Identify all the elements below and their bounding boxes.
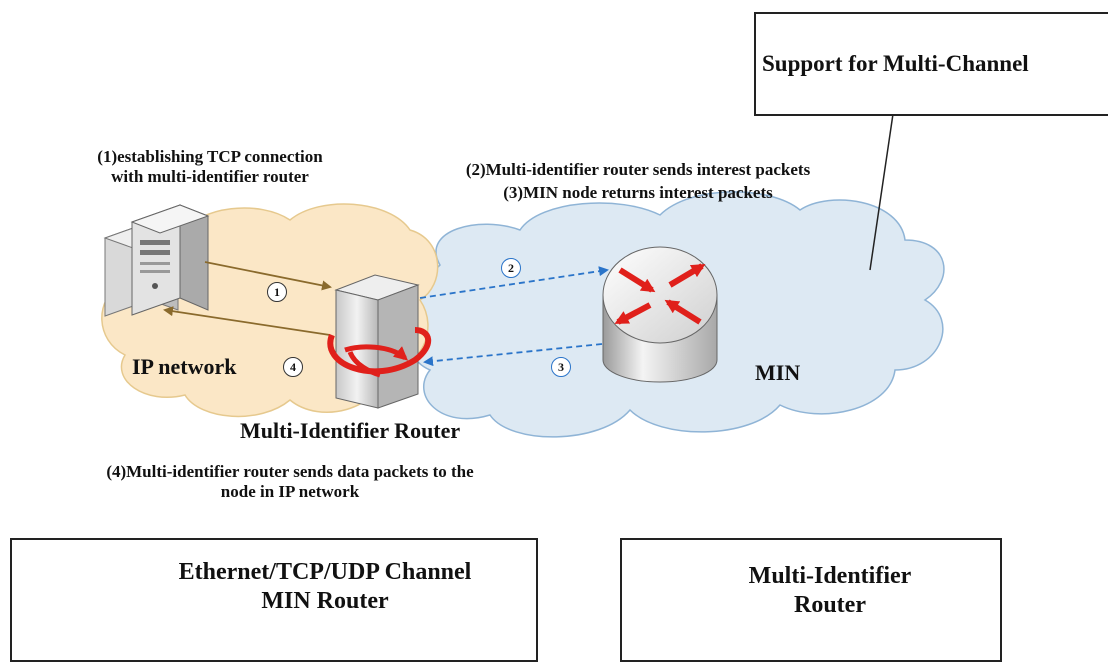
step-1-line-2: with multi-identifier router xyxy=(111,167,309,187)
min-network-label: MIN xyxy=(755,360,801,385)
arrow-step-4 xyxy=(163,306,331,336)
server-icon xyxy=(103,204,210,317)
step-2-label: (2)Multi-identifier router sends interes… xyxy=(465,160,811,179)
legend-mi-router-text: Multi-Identifier Router xyxy=(700,562,960,620)
legend-min-router-line-2: MIN Router xyxy=(261,587,389,614)
ip-network-label: IP network xyxy=(132,354,237,379)
step-1-marker: 1 xyxy=(267,282,287,302)
callout-text: Support for Multi-Channel xyxy=(762,51,1029,76)
legend-mi-router-line-2: Router xyxy=(794,591,866,618)
step-4-marker: 4 xyxy=(283,357,303,377)
step-1-line-1: (1)establishing TCP connection xyxy=(97,147,323,166)
step-4-label: (4)Multi-identifier router sends data pa… xyxy=(20,462,560,503)
step-3-label: (3)MIN node returns interest packets xyxy=(503,183,773,202)
callout-pointer xyxy=(869,113,894,271)
legend-min-router-text: Ethernet/TCP/UDP Channel MIN Router xyxy=(130,558,520,616)
step-1-label: (1)establishing TCP connection with mult… xyxy=(40,147,380,188)
multi-identifier-router-icon xyxy=(327,274,432,409)
legend-mi-router-line-1: Multi-Identifier xyxy=(748,563,912,589)
arrow-step-1 xyxy=(204,261,332,291)
callout-box xyxy=(754,12,1108,116)
legend-min-router-line-1: Ethernet/TCP/UDP Channel xyxy=(178,559,472,585)
step-4-line-1: (4)Multi-identifier router sends data pa… xyxy=(106,462,474,481)
step-3-marker: 3 xyxy=(551,357,571,377)
arrow-step-2 xyxy=(419,266,609,299)
step-2-marker: 2 xyxy=(501,258,521,278)
step-4-line-2: node in IP network xyxy=(220,482,360,502)
router-label: Multi-Identifier Router xyxy=(240,418,461,443)
min-router-icon xyxy=(602,246,718,383)
diagram-canvas xyxy=(27,113,945,631)
